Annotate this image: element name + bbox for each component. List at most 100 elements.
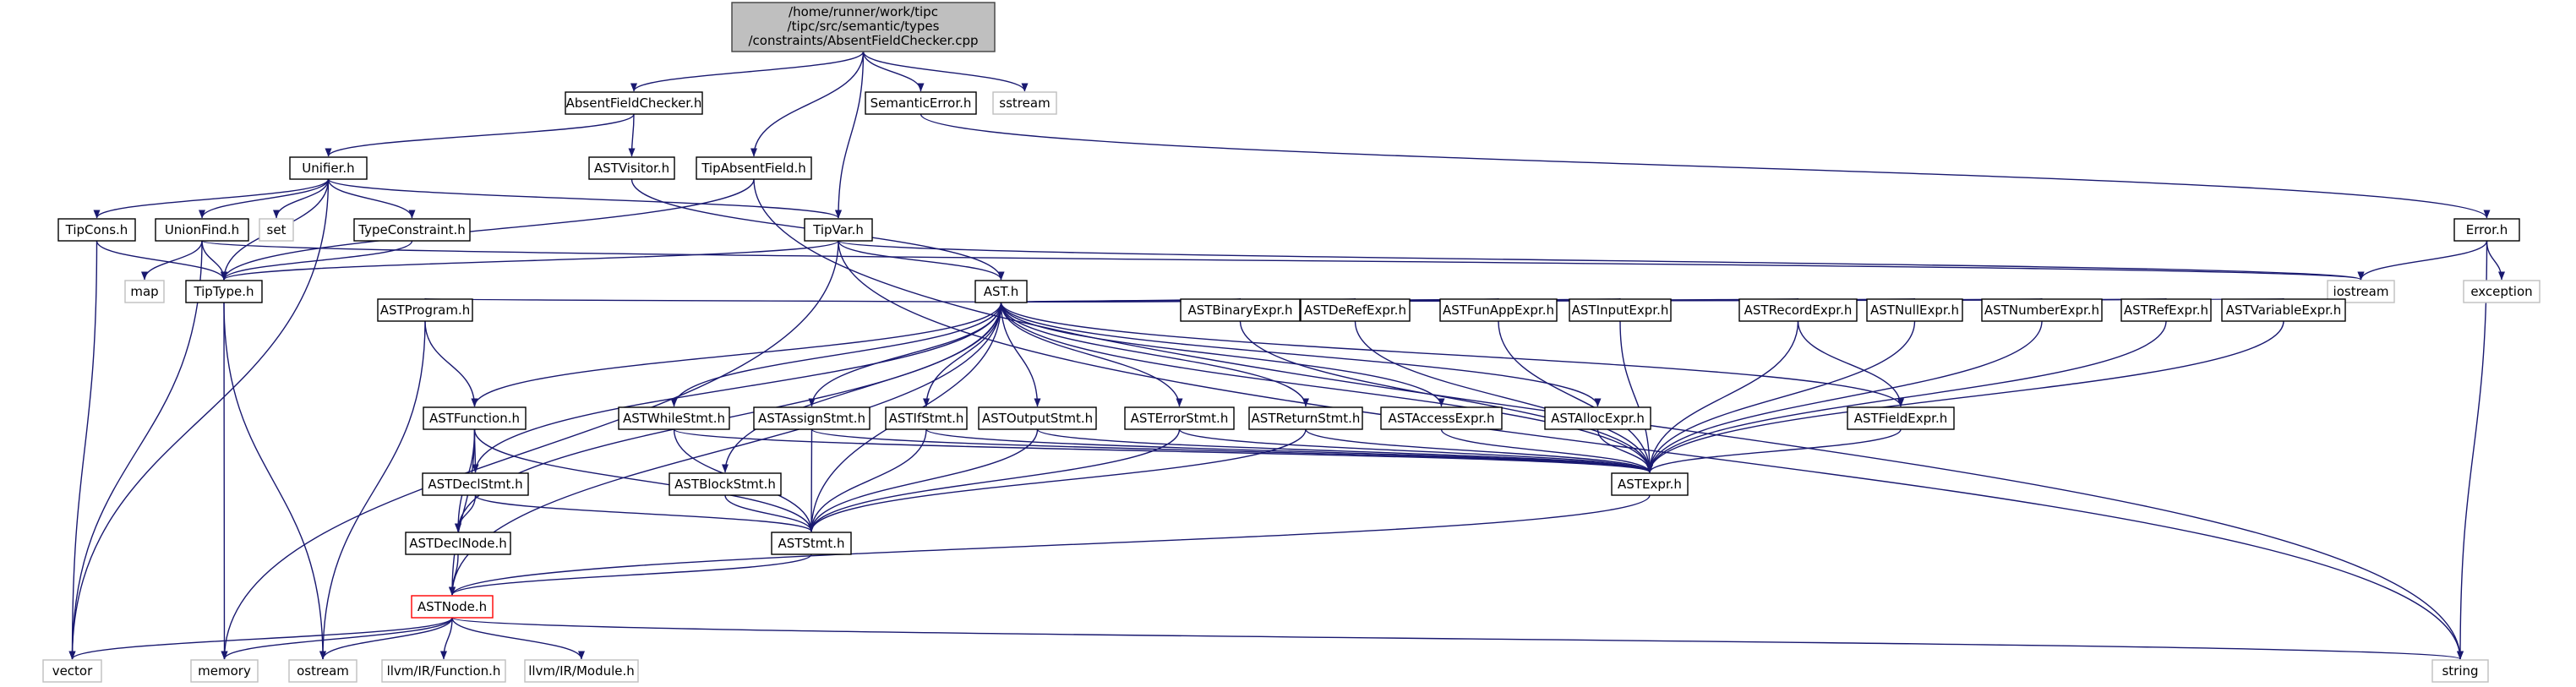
edge-astnode-h-to-string — [451, 617, 2464, 660]
edge-astrecordexpr-h-to-astexpr-h — [1646, 320, 1799, 473]
node-astfieldexpr-h[interactable]: ASTFieldExpr.h — [1847, 406, 1955, 430]
node-box — [2221, 298, 2346, 322]
node-memory[interactable]: memory — [190, 659, 259, 683]
node-astoutputstmt-h[interactable]: ASTOutputStmt.h — [978, 406, 1097, 430]
node-llvm-module-h[interactable]: llvm/IR/Module.h — [524, 659, 639, 683]
node-set[interactable]: set — [259, 218, 294, 242]
node-label: TipVar.h — [812, 222, 864, 237]
edge-error-h-to-string — [2457, 240, 2488, 660]
node-astnode-h[interactable]: ASTNode.h — [411, 595, 494, 619]
node-label: ASTNullExpr.h — [1870, 303, 1959, 318]
node-astwhilestmt-h[interactable]: ASTWhileStmt.h — [618, 406, 730, 430]
edge-tipcons-h-to-tiptype-h — [96, 240, 227, 281]
node-label: llvm/IR/Module.h — [528, 663, 635, 679]
edge-error-h-to-iostream — [2357, 240, 2488, 281]
node-sstream[interactable]: sstream — [992, 91, 1057, 115]
node-error-h[interactable]: Error.h — [2453, 218, 2520, 242]
node-box — [618, 406, 730, 430]
edge-tipvar-h-to-memory — [221, 240, 839, 660]
node-astnullexpr-h[interactable]: ASTNullExpr.h — [1866, 298, 1963, 322]
dependency-edges — [68, 51, 2505, 660]
node-box — [259, 218, 294, 242]
node-label: llvm/IR/Function.h — [387, 663, 501, 679]
node-box — [669, 472, 782, 496]
node-box — [353, 218, 471, 242]
node-astfunction-h[interactable]: ASTFunction.h — [423, 406, 527, 430]
node-box — [422, 472, 529, 496]
edge-unionfind-h-to-tiptype-h — [201, 240, 227, 281]
node-box — [1124, 406, 1235, 430]
node-astifstmt-h[interactable]: ASTIfStmt.h — [885, 406, 968, 430]
file-nodes: /home/runner/work/tipc/tipc/src/semantic… — [42, 2, 2541, 683]
node-astreturnstmt-h[interactable]: ASTReturnStmt.h — [1248, 406, 1363, 430]
node-label: ASTStmt.h — [778, 536, 844, 551]
node-label: ASTReturnStmt.h — [1252, 411, 1361, 426]
node-label: vector — [52, 663, 93, 679]
node-box — [565, 91, 703, 115]
node-astrecordexpr-h[interactable]: ASTRecordExpr.h — [1738, 298, 1858, 322]
edge-astnode-h-to-llvm-function-h — [440, 617, 453, 660]
node-astexpr-h[interactable]: ASTExpr.h — [1611, 472, 1689, 496]
edge-astreturnstmt-h-to-astexpr-h — [1305, 428, 1653, 473]
node-llvm-function-h[interactable]: llvm/IR/Function.h — [381, 659, 506, 683]
node-tiptype-h[interactable]: TipType.h — [185, 280, 263, 303]
node-astprogram-h[interactable]: ASTProgram.h — [377, 298, 473, 322]
edge-astaccessexpr-h-to-astexpr-h — [1440, 428, 1653, 473]
node-astinputexpr-h[interactable]: ASTInputExpr.h — [1569, 298, 1672, 322]
node-semanticerror-h[interactable]: SemanticError.h — [865, 91, 977, 115]
node-label: ASTIfStmt.h — [889, 411, 964, 426]
edge-ast-h-to-astdeclstmt-h — [472, 302, 1002, 473]
node-tipcons-h[interactable]: TipCons.h — [57, 218, 136, 242]
node-box — [411, 595, 494, 619]
node-box — [185, 280, 263, 303]
node-asterrorstmt-h[interactable]: ASTErrorStmt.h — [1124, 406, 1235, 430]
node-vector[interactable]: vector — [42, 659, 102, 683]
node-astdeclnode-h[interactable]: ASTDeclNode.h — [405, 532, 511, 555]
node-astvariableexpr-h[interactable]: ASTVariableExpr.h — [2221, 298, 2346, 322]
node-astaccessexpr-h[interactable]: ASTAccessExpr.h — [1380, 406, 1503, 430]
node-label: ostream — [297, 663, 349, 679]
node-box — [405, 532, 511, 555]
node-typeconstraint-h[interactable]: TypeConstraint.h — [353, 218, 471, 242]
node-exception[interactable]: exception — [2463, 280, 2541, 303]
node-map[interactable]: map — [124, 280, 165, 303]
root-file[interactable]: /home/runner/work/tipc/tipc/src/semantic… — [731, 2, 996, 52]
edge-unifier-h-to-unionfind-h — [199, 178, 330, 219]
node-unifier-h[interactable]: Unifier.h — [289, 156, 368, 180]
node-ast-h[interactable]: AST.h — [974, 280, 1028, 303]
node-box — [1847, 406, 1955, 430]
edge-astnullexpr-h-to-astexpr-h — [1646, 320, 1916, 473]
node-astbinaryexpr-h[interactable]: ASTBinaryExpr.h — [1180, 298, 1301, 322]
node-string[interactable]: string — [2431, 659, 2489, 683]
node-unionfind-h[interactable]: UnionFind.h — [155, 218, 249, 242]
node-astfunappexpr-h[interactable]: ASTFunAppExpr.h — [1439, 298, 1558, 322]
node-ostream[interactable]: ostream — [288, 659, 357, 683]
node-astallocexpr-h[interactable]: ASTAllocExpr.h — [1544, 406, 1651, 430]
node-tipvar-h[interactable]: TipVar.h — [804, 218, 873, 242]
node-tipabsentfield-h[interactable]: TipAbsentField.h — [696, 156, 812, 180]
edge-astreturnstmt-h-to-aststmt-h — [808, 428, 1307, 532]
node-label: ASTAccessExpr.h — [1388, 411, 1494, 426]
edge-tiptype-h-to-memory — [221, 302, 228, 660]
node-astvisitor-h[interactable]: ASTVisitor.h — [588, 156, 675, 180]
node-astassignstmt-h[interactable]: ASTAssignStmt.h — [753, 406, 870, 430]
edge-astwhilestmt-h-to-astexpr-h — [673, 428, 1653, 473]
node-astrefexpr-h[interactable]: ASTRefExpr.h — [2120, 298, 2212, 322]
node-astderefexpr-h[interactable]: ASTDeRefExpr.h — [1300, 298, 1411, 322]
node-label: exception — [2470, 284, 2532, 299]
edge-ast-h-to-astaccessexpr-h — [1000, 302, 1445, 407]
edge-ast-h-to-astexpr-h — [1000, 302, 1653, 473]
node-absentfieldchecker-h[interactable]: AbsentFieldChecker.h — [565, 91, 703, 115]
node-label: ASTVariableExpr.h — [2226, 303, 2342, 318]
node-box — [974, 280, 1028, 303]
edge-aststmt-h-to-astnode-h — [449, 553, 812, 596]
node-astnumberexpr-h[interactable]: ASTNumberExpr.h — [1981, 298, 2103, 322]
node-astdeclstmt-h[interactable]: ASTDeclStmt.h — [422, 472, 529, 496]
edge-astnode-h-to-llvm-module-h — [451, 617, 585, 660]
node-label: TipType.h — [193, 284, 254, 299]
node-astblockstmt-h[interactable]: ASTBlockStmt.h — [669, 472, 782, 496]
edge-astvariableexpr-h-to-astexpr-h — [1646, 320, 2284, 473]
edge-astderefexpr-h-to-astexpr-h — [1354, 320, 1653, 473]
node-aststmt-h[interactable]: ASTStmt.h — [771, 532, 852, 555]
